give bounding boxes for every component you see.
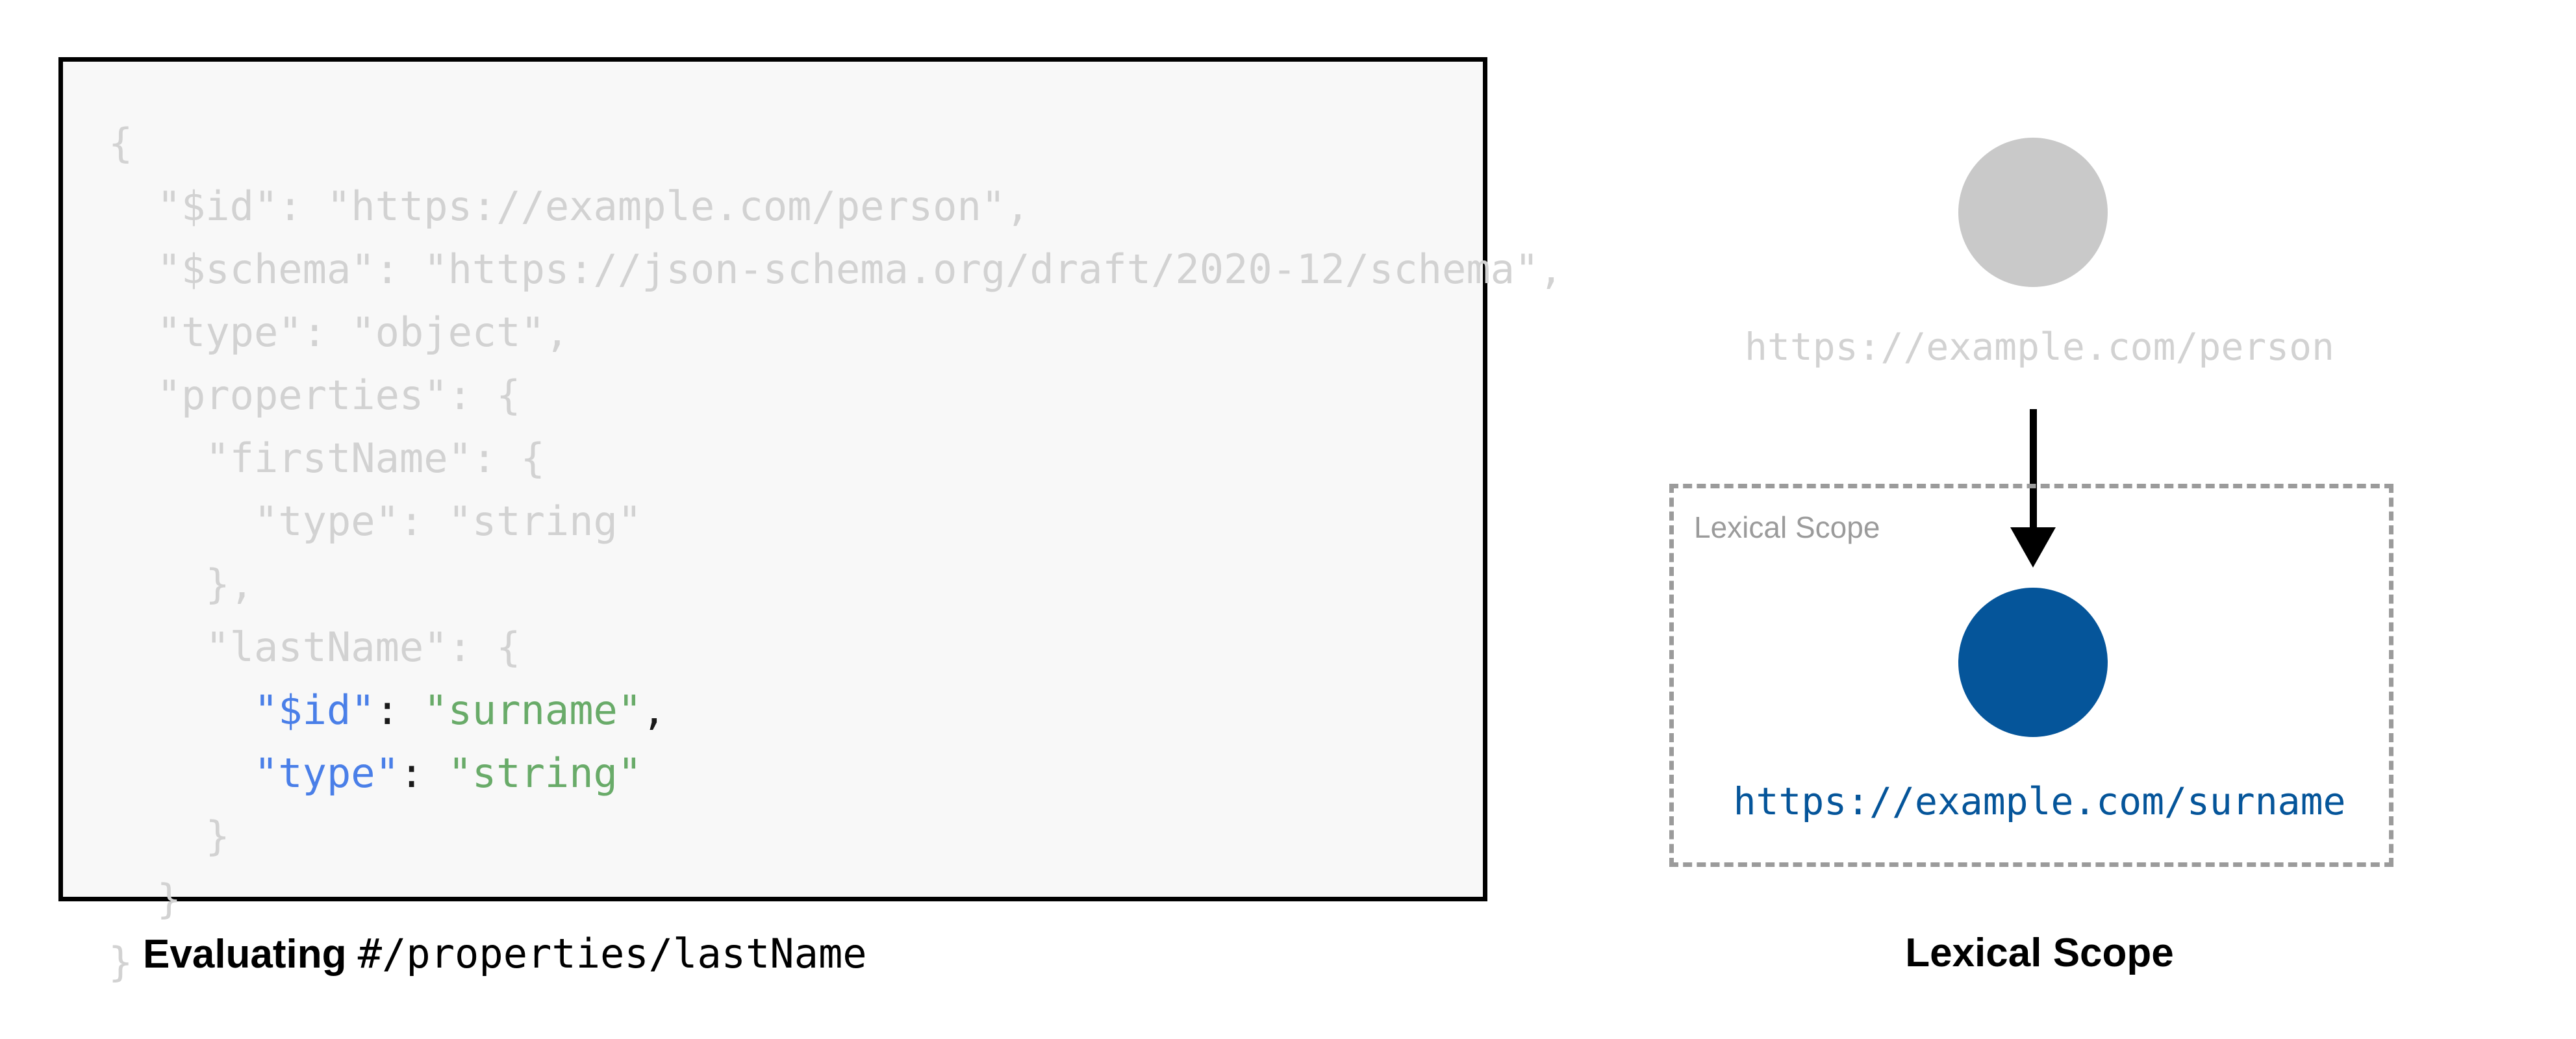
- code-token-dim: "$schema": "https://json-schema.org/draf…: [157, 245, 1563, 293]
- code-token-key: "$id": [253, 686, 375, 734]
- scoped-schema-node-circle-icon: [1958, 588, 2108, 737]
- code-token-dim: }: [205, 812, 230, 860]
- code-token-dim: {: [108, 119, 133, 167]
- code-line: "properties": {: [108, 364, 1563, 427]
- code-line: "$id": "https://example.com/person",: [108, 175, 1563, 238]
- lexical-scope-box: [1669, 484, 2393, 867]
- code-token-dim: "$id": "https://example.com/person",: [157, 182, 1030, 230]
- right-caption: Lexical Scope: [1905, 931, 2174, 975]
- code-line: "$id": "surname",: [108, 679, 1563, 742]
- code-indent: [108, 686, 254, 734]
- schema-code-block: { "$id": "https://example.com/person", "…: [108, 112, 1563, 994]
- code-line: }: [108, 805, 1563, 868]
- lexical-scope-diagram: https://example.com/person Lexical Scope…: [1585, 0, 2494, 1039]
- root-schema-node-label: https://example.com/person: [1745, 325, 2334, 369]
- code-token-dim: }: [157, 875, 181, 923]
- code-token-dim: "lastName": {: [205, 623, 521, 671]
- left-caption: Evaluating #/properties/lastName: [143, 930, 867, 977]
- code-token-dim: "type": "object",: [157, 308, 570, 356]
- code-token-dim: "firstName": {: [205, 434, 545, 482]
- code-token-pun: ,: [642, 686, 666, 734]
- code-token-key: "type": [253, 749, 399, 797]
- code-token-dim: }: [108, 938, 133, 986]
- code-indent: [108, 308, 157, 356]
- code-line: "type": "string": [108, 490, 1563, 553]
- arrow-down-icon-head: [2010, 527, 2056, 568]
- code-indent: [108, 560, 205, 608]
- code-indent: [108, 434, 205, 482]
- code-line: {: [108, 112, 1563, 175]
- arrow-down-icon-shaft: [2030, 409, 2037, 539]
- code-line: "type": "string": [108, 742, 1563, 805]
- code-indent: [108, 623, 205, 671]
- code-indent: [108, 875, 157, 923]
- code-line: }: [108, 931, 1563, 994]
- code-indent: [108, 371, 157, 419]
- code-token-dim: "type": "string": [253, 497, 642, 545]
- schema-code-panel: { "$id": "https://example.com/person", "…: [58, 57, 1563, 986]
- left-caption-bold: Evaluating: [143, 932, 347, 977]
- code-line: "type": "object",: [108, 301, 1563, 364]
- code-indent: [108, 812, 205, 860]
- code-token-dim: },: [205, 560, 254, 608]
- code-indent: [108, 497, 254, 545]
- code-line: "firstName": {: [108, 427, 1563, 490]
- scoped-schema-node-label: https://example.com/surname: [1733, 779, 2346, 823]
- code-indent: [108, 245, 157, 293]
- lexical-scope-box-label: Lexical Scope: [1694, 510, 1880, 544]
- code-token-pun: :: [375, 686, 424, 734]
- code-line: }: [108, 868, 1563, 931]
- code-token-pun: :: [399, 749, 448, 797]
- code-line: },: [108, 553, 1563, 616]
- left-caption-pointer: #/properties/lastName: [357, 930, 867, 977]
- code-line: "$schema": "https://json-schema.org/draf…: [108, 238, 1563, 301]
- code-token-str: "string": [448, 749, 642, 797]
- code-token-str: "surname": [423, 686, 642, 734]
- code-line: "lastName": {: [108, 616, 1563, 679]
- code-indent: [108, 749, 254, 797]
- code-token-dim: "properties": {: [157, 371, 521, 419]
- root-schema-node-circle-icon: [1958, 138, 2108, 287]
- code-indent: [108, 182, 157, 230]
